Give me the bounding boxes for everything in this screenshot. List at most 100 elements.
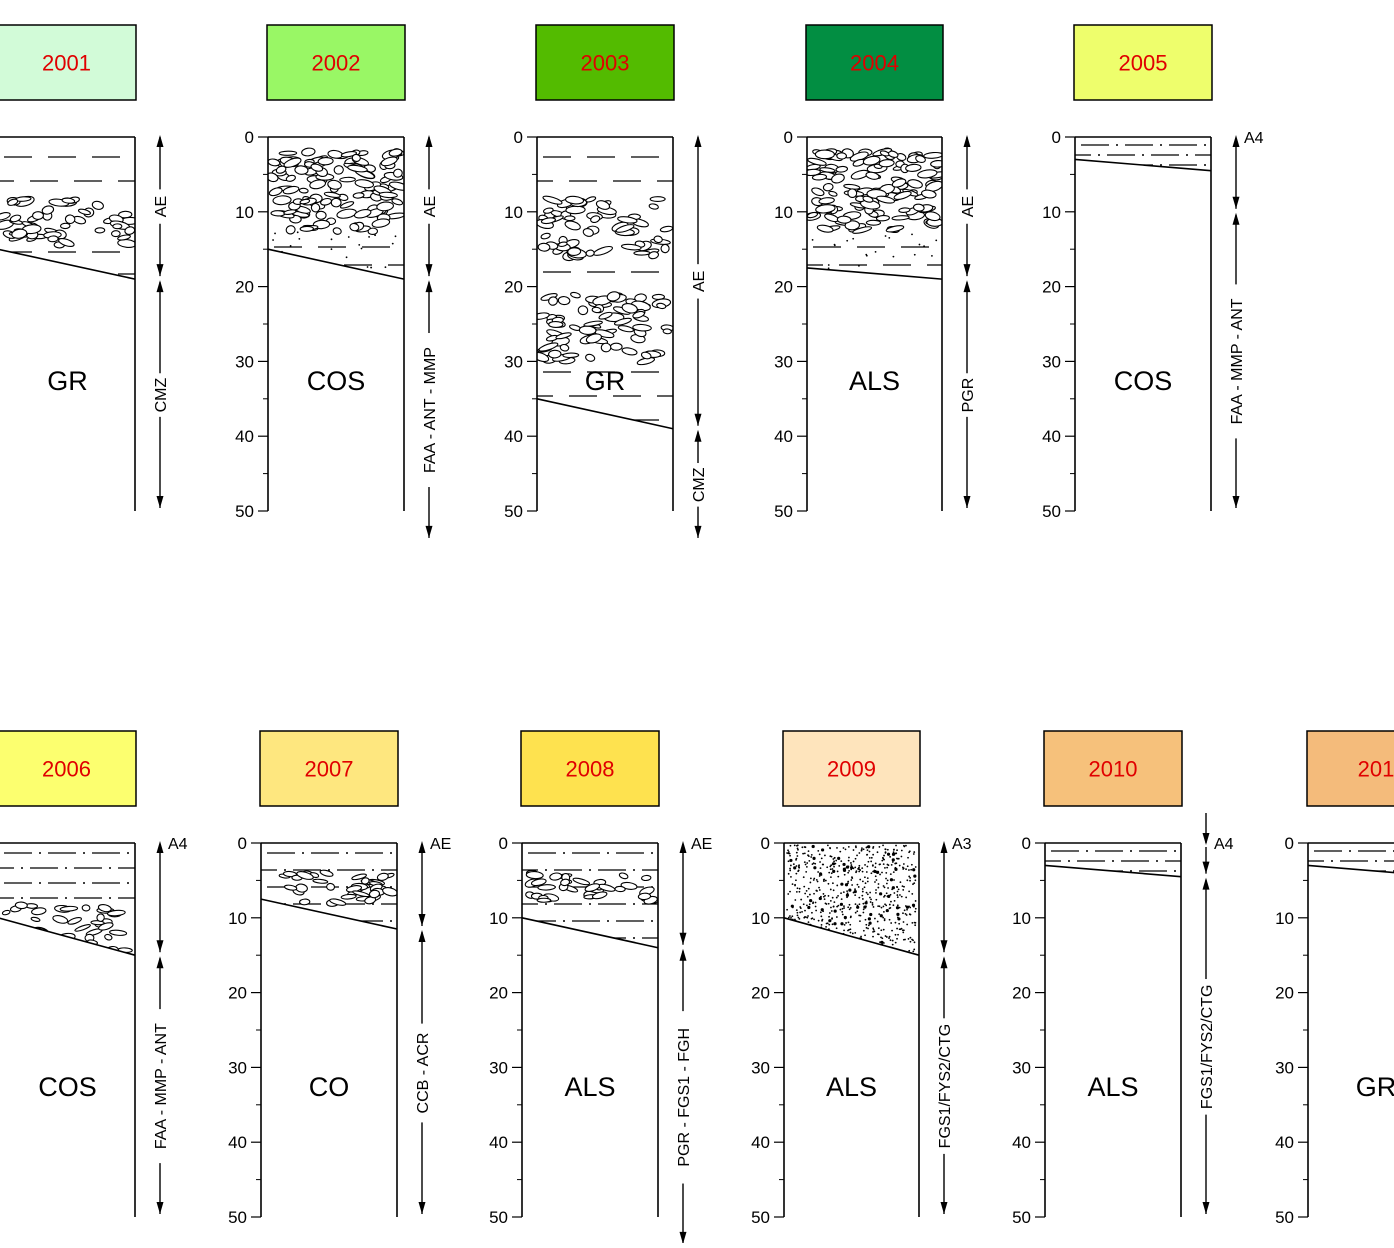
zone-ae: AE (679, 836, 712, 945)
dot-mark (330, 238, 333, 241)
dot-mark (861, 894, 864, 897)
dot-mark (830, 910, 833, 912)
dot-mark (677, 869, 679, 871)
dot-mark (341, 273, 344, 275)
dot-mark (863, 953, 866, 956)
speckle-mark (912, 868, 916, 872)
dot-mark (861, 888, 864, 890)
dot-mark (788, 852, 791, 855)
cobble-mark (327, 179, 342, 190)
dot-mark (816, 880, 819, 883)
arrow-head (1232, 496, 1240, 508)
dot-mark (302, 920, 304, 922)
dot-mark (879, 873, 881, 876)
dot-mark (872, 853, 875, 856)
cobble-mark (367, 227, 379, 236)
speckle-mark (819, 872, 823, 876)
dot-mark (912, 883, 914, 886)
dot-mark (839, 850, 842, 853)
cobble-mark (349, 222, 360, 232)
dot-mark (802, 876, 805, 879)
dot-mark (812, 862, 815, 865)
dot-mark (902, 952, 905, 955)
dot-mark (390, 920, 392, 922)
speckle-mark (799, 946, 803, 951)
dot-mark (888, 935, 891, 938)
dot-mark (860, 942, 863, 945)
dot-mark (1160, 144, 1162, 146)
dot-mark (809, 942, 812, 945)
dot-mark (798, 890, 801, 893)
dot-mark (822, 950, 825, 953)
cobble-mark (326, 882, 336, 891)
cobble-mark (585, 353, 596, 362)
cobble-mark (615, 224, 635, 233)
dot-mark (788, 929, 790, 932)
dot-mark (868, 951, 871, 953)
dot-mark (416, 903, 418, 905)
dot-mark (877, 883, 880, 885)
dot-mark (804, 863, 807, 866)
speckle-mark (831, 862, 836, 866)
dot-mark (858, 870, 861, 873)
dot-mark (866, 877, 869, 880)
year-box (520, 730, 660, 807)
dot-mark (633, 937, 635, 939)
dot-mark (797, 935, 799, 938)
tick-label: 0 (238, 834, 247, 853)
cobble-mark (117, 238, 135, 248)
dot-mark (861, 898, 864, 900)
dot-mark (824, 951, 827, 954)
cobble-mark (380, 156, 398, 167)
cobble-mark (560, 878, 571, 887)
cobble-mark (336, 208, 357, 219)
layer-interface-line (806, 267, 943, 280)
cobble-mark (81, 904, 91, 912)
dot-mark (829, 847, 832, 850)
dot-mark (833, 860, 835, 863)
cobble-mark (548, 296, 559, 306)
dot-mark (902, 912, 904, 915)
dot-mark (851, 884, 854, 886)
cobble-mark (11, 228, 28, 239)
dot-mark (829, 888, 832, 891)
dot-mark (849, 916, 852, 919)
arrow-head (1232, 212, 1240, 225)
dot-mark (906, 923, 909, 926)
unit-label: ALS (826, 1072, 877, 1102)
cobble-mark (585, 249, 595, 257)
dot-mark (847, 859, 850, 862)
cobble-mark (600, 342, 612, 353)
dot-mark (866, 849, 869, 852)
cobble-mark (540, 217, 556, 225)
dot-mark (850, 862, 852, 864)
dot-mark (789, 844, 792, 847)
dot-mark (820, 923, 823, 926)
dot-mark (879, 863, 882, 866)
dot-mark (912, 853, 915, 855)
dot-mark (563, 920, 565, 922)
cobble-mark (58, 238, 75, 248)
dot-mark (1156, 860, 1158, 862)
cobble-mark (352, 192, 365, 199)
cobble-mark (564, 215, 576, 222)
dot-mark (871, 902, 874, 904)
dot-mark (913, 882, 916, 885)
upper-layer-fill (807, 147, 942, 279)
zone-a4: A4 (1202, 813, 1234, 874)
dot-mark (804, 935, 807, 938)
dot-mark (884, 866, 886, 869)
cobble-mark (299, 198, 311, 205)
dot-mark (828, 933, 831, 936)
year-label: 2006 (42, 757, 91, 782)
cobble-mark (564, 220, 581, 231)
dot-mark (865, 871, 868, 873)
tick-label: 0 (1285, 834, 1294, 853)
dot-mark (788, 952, 791, 955)
tick-label: 10 (235, 203, 254, 222)
dot-mark (839, 908, 842, 911)
